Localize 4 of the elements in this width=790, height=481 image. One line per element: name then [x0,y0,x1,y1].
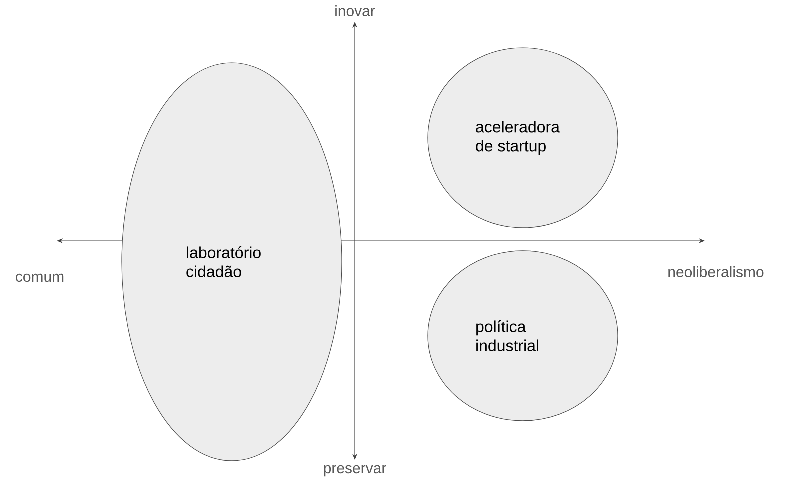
axis-label: inovar [336,5,376,16]
axis-label: preservar [324,465,386,477]
axis-label: comum [16,274,64,282]
axis-label: neoliberalismo [668,266,764,278]
